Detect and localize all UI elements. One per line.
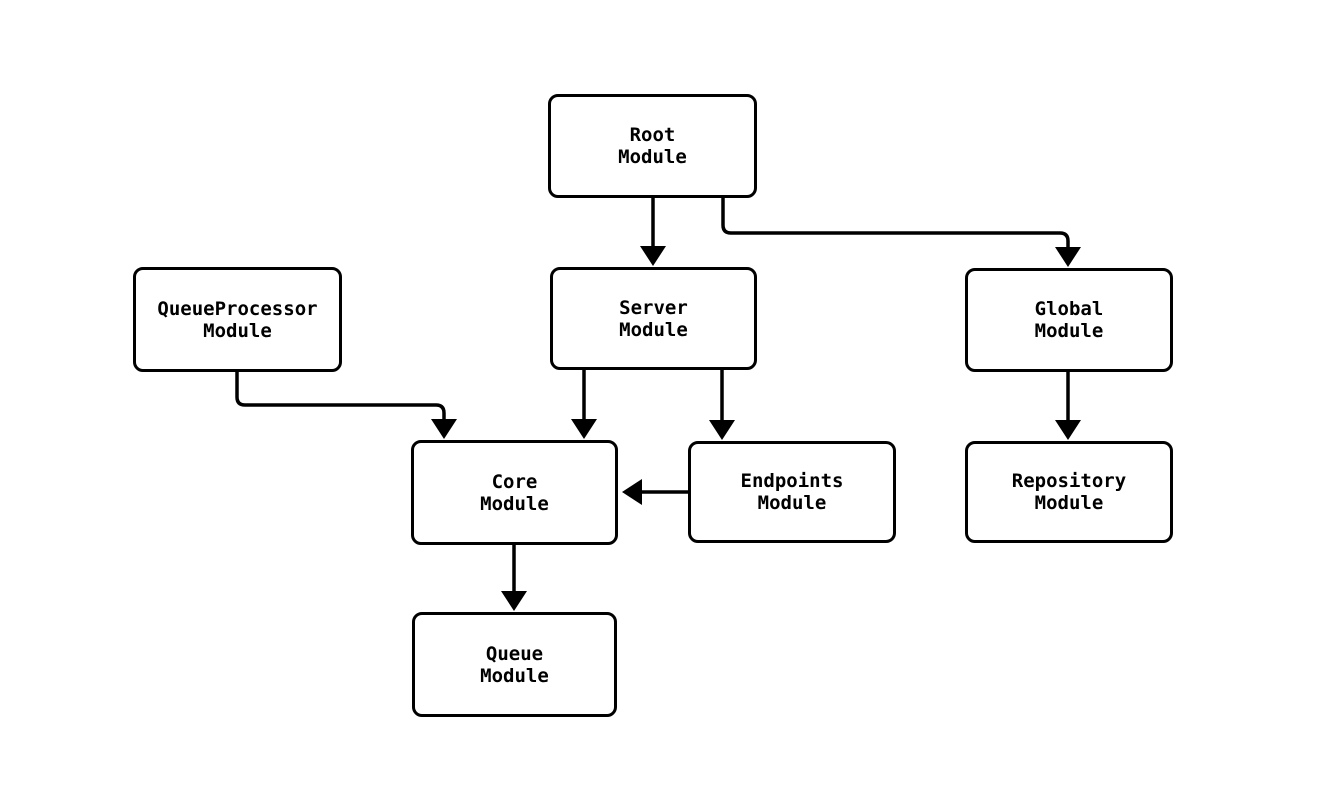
node-label-line: Endpoints xyxy=(740,470,844,492)
node-queueprocessor-module: QueueProcessor Module xyxy=(133,267,342,372)
node-label-line: Repository xyxy=(1011,470,1127,492)
edge-group xyxy=(235,198,1081,611)
node-root-module: Root Module xyxy=(548,94,757,198)
edge-queueprocessor-to-core xyxy=(235,372,457,439)
node-label-line: Module xyxy=(618,146,687,168)
node-label-line: Global xyxy=(1034,298,1104,320)
node-endpoints-module: Endpoints Module xyxy=(688,441,896,543)
node-label-line: Module xyxy=(1034,492,1104,514)
node-label-line: Module xyxy=(1034,320,1104,342)
node-label-line: Module xyxy=(480,492,549,515)
node-label-line: Module xyxy=(619,318,688,341)
node-core-module: Core Module xyxy=(411,440,618,545)
edge-root-to-global xyxy=(721,198,1081,267)
node-server-module: Server Module xyxy=(550,267,757,370)
node-label-line: Root xyxy=(629,124,676,146)
node-label-line: Module xyxy=(757,492,827,514)
node-queue-module: Queue Module xyxy=(412,612,617,717)
node-label-line: Core xyxy=(491,470,538,493)
node-repository-module: Repository Module xyxy=(965,441,1173,543)
node-label-line: QueueProcessor xyxy=(157,297,318,320)
node-label-line: Queue xyxy=(485,642,544,665)
node-label-line: Module xyxy=(203,319,272,342)
node-label-line: Server xyxy=(619,296,688,319)
node-label-line: Module xyxy=(480,664,549,687)
node-global-module: Global Module xyxy=(965,268,1173,372)
